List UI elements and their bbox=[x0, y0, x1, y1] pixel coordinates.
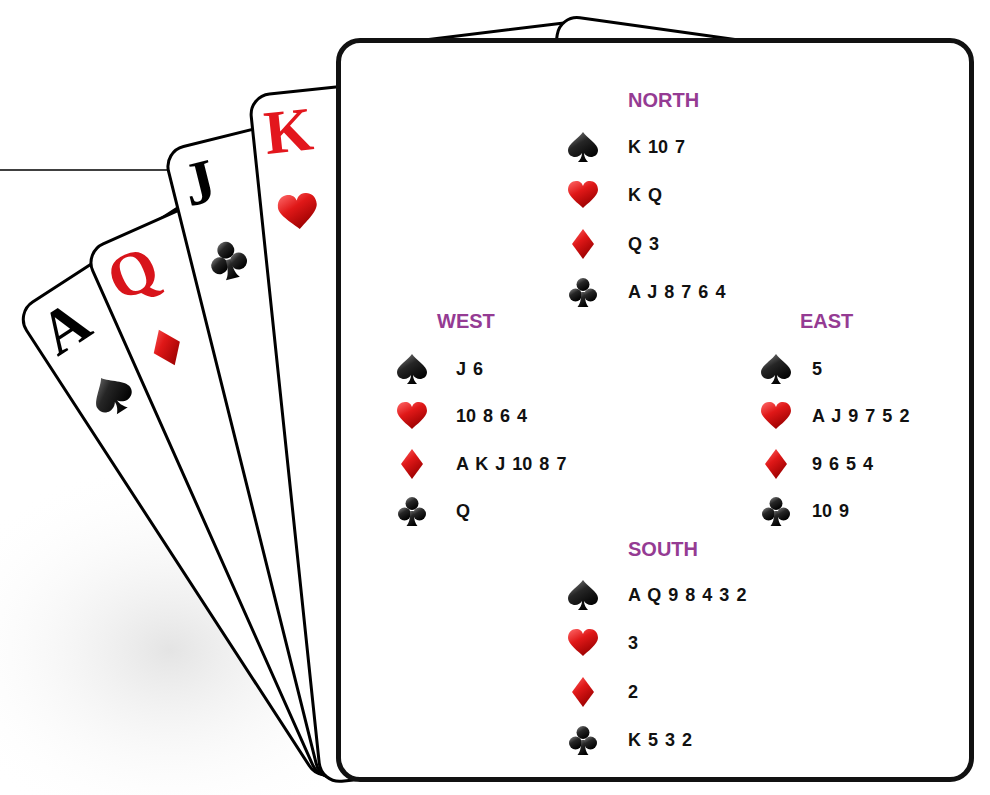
heart-symbol bbox=[277, 192, 319, 231]
heart-symbol bbox=[761, 402, 791, 429]
club-symbol bbox=[569, 278, 597, 307]
suit-holding: A Q 9 8 4 3 2 bbox=[628, 583, 746, 607]
club-symbol bbox=[762, 497, 790, 526]
club-symbol bbox=[206, 238, 250, 283]
text-slot: A J 9 7 5 2 bbox=[812, 404, 909, 428]
card-rank: Q bbox=[98, 235, 167, 311]
text-slot: Q bbox=[456, 499, 470, 523]
club-symbol bbox=[398, 497, 426, 526]
text-slot: 2 bbox=[628, 680, 638, 704]
text-slot: K Q bbox=[628, 183, 662, 207]
text-slot: K bbox=[261, 97, 315, 164]
text-slot: SOUTH bbox=[628, 537, 698, 561]
card-pip bbox=[85, 367, 139, 421]
suit-holding: 5 bbox=[812, 357, 822, 381]
spade-symbol bbox=[761, 354, 791, 384]
suit-holding: K 5 3 2 bbox=[628, 728, 692, 752]
text-slot: WEST bbox=[437, 309, 495, 333]
heart-symbol bbox=[568, 629, 598, 656]
heart-symbol bbox=[397, 402, 427, 429]
suit-holding: Q bbox=[456, 499, 470, 523]
diamond-symbol bbox=[572, 677, 594, 707]
seat-label: SOUTH bbox=[628, 537, 698, 561]
seat-label: EAST bbox=[800, 309, 853, 333]
text-slot: K 10 7 bbox=[628, 135, 685, 159]
suit-holding: 10 9 bbox=[812, 499, 849, 523]
card-rank: K bbox=[261, 97, 315, 164]
text-slot: EAST bbox=[800, 309, 853, 333]
text-slot: NORTH bbox=[628, 88, 699, 112]
card-pip bbox=[206, 238, 250, 283]
text-slot: A Q 9 8 4 3 2 bbox=[628, 583, 746, 607]
text-slot: 10 8 6 4 bbox=[456, 404, 527, 428]
diamond-symbol bbox=[146, 324, 188, 371]
suit-holding: 3 bbox=[628, 631, 638, 655]
diamond-symbol bbox=[572, 229, 594, 259]
spade-symbol bbox=[568, 132, 598, 162]
deal-panel: NORTH K 10 7 K Q Q 3 A J 8 7 6 4 WEST J 6 10 8 … bbox=[336, 38, 974, 782]
text-slot: A J 8 7 6 4 bbox=[628, 280, 725, 304]
text-slot: Q bbox=[98, 235, 167, 311]
spade-symbol bbox=[85, 367, 139, 421]
text-slot: Q 3 bbox=[628, 232, 659, 256]
text-slot: 10 9 bbox=[812, 499, 849, 523]
suit-holding: 2 bbox=[628, 680, 638, 704]
card-rank: A bbox=[29, 289, 100, 365]
diamond-symbol bbox=[401, 449, 423, 479]
suit-holding: 10 8 6 4 bbox=[456, 404, 527, 428]
card-pip bbox=[277, 192, 319, 231]
text-slot: K 5 3 2 bbox=[628, 728, 692, 752]
seat-label: WEST bbox=[437, 309, 495, 333]
text-slot: J 6 bbox=[456, 357, 483, 381]
card-rank: J bbox=[177, 149, 222, 217]
suit-holding: A J 8 7 6 4 bbox=[628, 280, 725, 304]
text-slot: A K J 10 8 7 bbox=[456, 452, 566, 476]
spade-symbol bbox=[397, 354, 427, 384]
diamond-symbol bbox=[765, 449, 787, 479]
text-slot: J bbox=[177, 149, 222, 217]
text-slot: 3 bbox=[628, 631, 638, 655]
suit-holding: J 6 bbox=[456, 357, 483, 381]
suit-holding: A J 9 7 5 2 bbox=[812, 404, 909, 428]
spade-symbol bbox=[568, 580, 598, 610]
text-slot: A bbox=[29, 289, 100, 365]
club-symbol bbox=[569, 726, 597, 755]
card-pip bbox=[146, 324, 188, 371]
suit-holding: A K J 10 8 7 bbox=[456, 452, 566, 476]
text-slot: 5 bbox=[812, 357, 822, 381]
seat-label: NORTH bbox=[628, 88, 699, 112]
heart-symbol bbox=[568, 181, 598, 208]
suit-holding: K 10 7 bbox=[628, 135, 685, 159]
suit-holding: K Q bbox=[628, 183, 662, 207]
text-slot: 9 6 5 4 bbox=[812, 452, 873, 476]
suit-holding: 9 6 5 4 bbox=[812, 452, 873, 476]
suit-holding: Q 3 bbox=[628, 232, 659, 256]
